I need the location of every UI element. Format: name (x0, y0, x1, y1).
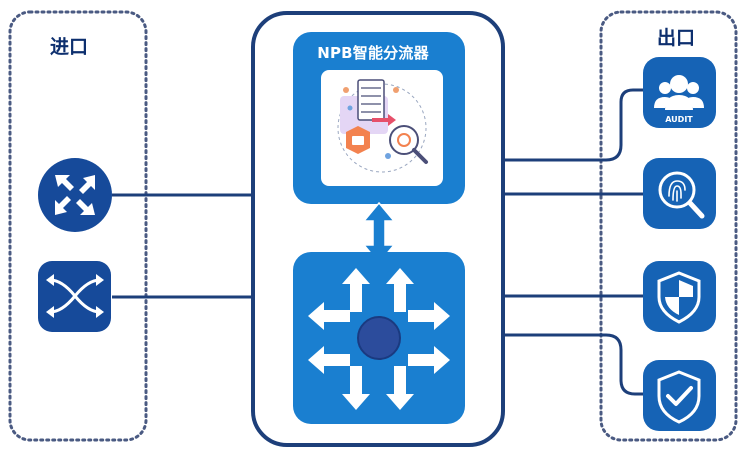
shield-icon (643, 261, 716, 332)
egress-line-1 (503, 88, 650, 162)
switch-center-circle (357, 316, 401, 360)
users-audit-icon: AUDIT (643, 57, 716, 128)
server-illustration-icon (337, 79, 428, 173)
egress-zone (599, 10, 738, 442)
shield-check-icon (643, 360, 716, 431)
four-way-arrows-icon (308, 268, 450, 410)
fingerprint-search-icon (643, 158, 716, 229)
egress-label: 出口 (657, 27, 696, 49)
ingress-zone (8, 10, 148, 442)
arrows-converge-icon (38, 158, 112, 232)
ingress-label: 进口 (50, 36, 89, 58)
audit-label: AUDIT (665, 115, 693, 124)
npb-title: NPB智能分流器 (317, 44, 429, 62)
egress-line-4 (503, 333, 650, 396)
cross-arrows-icon (38, 261, 111, 332)
